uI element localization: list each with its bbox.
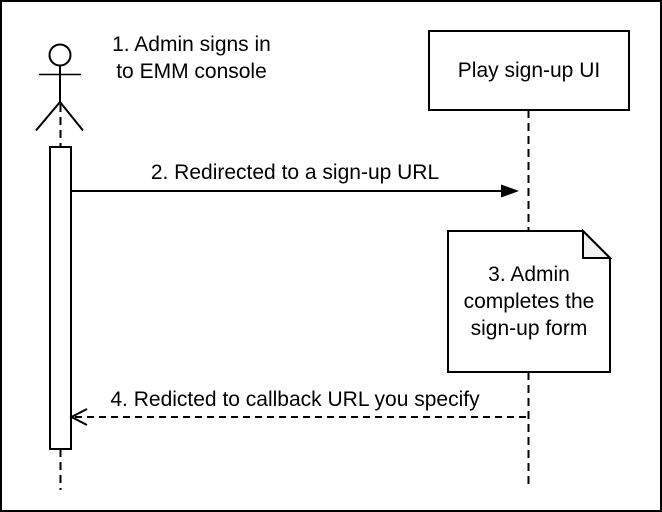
- message-2-label: 2. Redirected to a sign-up URL: [150, 161, 440, 184]
- participant-play-signup-ui-box: [428, 30, 630, 111]
- actor-leg-right: [59, 101, 84, 132]
- message-4-open-arrowhead-icon: [69, 408, 88, 426]
- actor-activation-bar: [49, 146, 72, 450]
- message-1-label: 1. Admin signs in to EMM console: [112, 33, 271, 83]
- message-4-label: 4. Redicted to callback URL you specify: [110, 388, 480, 411]
- note-document-shape: [447, 230, 611, 373]
- actor-head: [48, 43, 72, 67]
- message-2-arrowhead-icon: [501, 184, 519, 198]
- note-3-label: 3. Admin completes the sign-up form: [463, 263, 595, 340]
- actor-person-icon: [35, 43, 84, 132]
- participant-play-signup-ui-label: Play sign-up UI: [457, 59, 601, 82]
- note-fold-corner-icon: [582, 228, 613, 259]
- actor-leg-left: [35, 101, 61, 132]
